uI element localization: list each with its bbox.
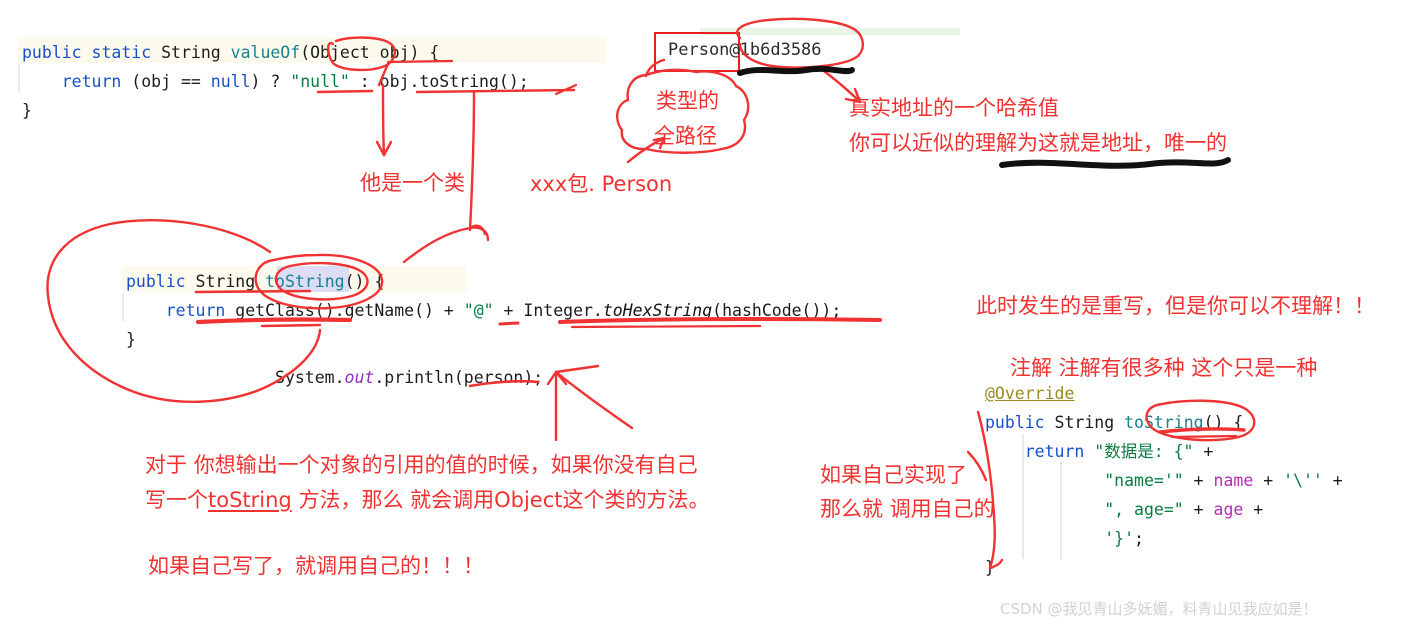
- arrow-println-shaft-2: [554, 370, 634, 430]
- arrowhead-class-note-b: [382, 140, 393, 157]
- code-line-person-close: }: [985, 558, 995, 577]
- arrowhead-println: [546, 370, 568, 386]
- stroke-bracket-above-tostring-2: [468, 224, 487, 236]
- annotation-leixing-de: 类型的: [656, 89, 719, 113]
- annotation-zhenshi-dizhi: 真实地址的一个哈希值: [849, 96, 1059, 120]
- console-output-text: Person@1b6d3586: [668, 40, 822, 60]
- code-gutter-line-3b: [1060, 462, 1062, 559]
- arrow-println-shaft-1: [554, 364, 600, 374]
- code-block-object-tostring: public String toString() { return getCla…: [126, 267, 841, 354]
- code-gutter-line-2: [122, 293, 124, 321]
- marker-underline-hash: [737, 65, 855, 76]
- annotation-duiyu-line1-part-b: 你想输出一个对象的引用的值的时候，如果你没有自己: [193, 453, 698, 477]
- code-line-valueof-close: }: [22, 101, 32, 120]
- code-line-person-signature: public String toString() {: [985, 413, 1244, 432]
- annotation-duiyu-line2-part-a: 写一个: [145, 488, 208, 512]
- code-line-tostring-close: }: [126, 330, 136, 349]
- annotation-duiyu-line-1: 对于 你想输出一个对象的引用的值的时候，如果你没有自己: [145, 450, 698, 480]
- annotation-duiyu-line2-part-c: 方法，那么 就会调用Object这个类的方法。: [291, 488, 710, 512]
- annotation-ruguo-ziji-shixian: 如果自己实现了: [820, 463, 967, 487]
- annotation-he-shi-yi-ge-lei: 他是一个类: [360, 171, 465, 195]
- stroke-bracket-above-tostring: [402, 226, 490, 264]
- watermark-credit: CSDN @我见青山多妩媚，料青山见我应如是！: [1000, 600, 1318, 618]
- arrowhead-class-note-a: [375, 140, 386, 157]
- code-gutter-line-3a: [1022, 434, 1024, 559]
- code-line-person-return: return "数据是: {" +: [1024, 442, 1214, 461]
- annotation-zhujie: 注解 注解有很多种 这个只是一种: [1010, 356, 1318, 380]
- code-line-person-name: "name='" + name + '\'' +: [1104, 471, 1343, 490]
- code-block-object-valueof: public static String valueOf(Object obj)…: [22, 38, 529, 125]
- code-line-person-tail: '}';: [1104, 529, 1144, 548]
- code-line-tostring-signature: public String toString() {: [126, 272, 385, 291]
- annotation-duiyu-line1-part-a: 对于: [145, 453, 194, 477]
- annotation-duiyu-line-2: 写一个toString 方法，那么 就会调用Object这个类的方法。: [145, 485, 710, 515]
- annotation-cishi-chongxie: 此时发生的是重写，但是你可以不理解！！: [976, 294, 1375, 318]
- annotation-name-jiu-diaoyong: 那么就 调用自己的: [820, 497, 995, 521]
- code-line-println: System.out.println(person);: [275, 368, 544, 387]
- annotation-quan-lu-jing: 全路径: [654, 124, 717, 148]
- code-line-valueof-return: return (obj == null) ? "null" : obj.toSt…: [61, 72, 529, 91]
- underline-obj-tostring-2: [554, 83, 578, 96]
- code-gutter-line-1: [18, 64, 20, 92]
- code-line-highlight-valueof: [18, 37, 606, 63]
- code-block-person-tostring: @Override public String toString() { ret…: [985, 379, 1343, 582]
- annotation-ruguo-ziji-xiele: 如果自己写了，就调用自己的！！！: [148, 554, 484, 578]
- annotation-ni-keyi-jinsi: 你可以近似的理解为这就是地址，唯一的: [849, 131, 1227, 155]
- annotation-xxx-bao-person: xxx包. Person: [530, 172, 673, 196]
- code-annotation-override: @Override: [985, 384, 1075, 403]
- code-line-valueof-signature: public static String valueOf(Object obj)…: [22, 43, 440, 62]
- code-line-tostring-return: return getClass().getName() + "@" + Inte…: [165, 301, 842, 320]
- arrow-ruguo-ziji-to-body: [966, 450, 988, 482]
- code-line-person-age: ", age=" + age +: [1104, 500, 1264, 519]
- annotation-duiyu-line2-tostring: toString: [208, 488, 292, 512]
- marker-underline-address-note: [999, 157, 1231, 169]
